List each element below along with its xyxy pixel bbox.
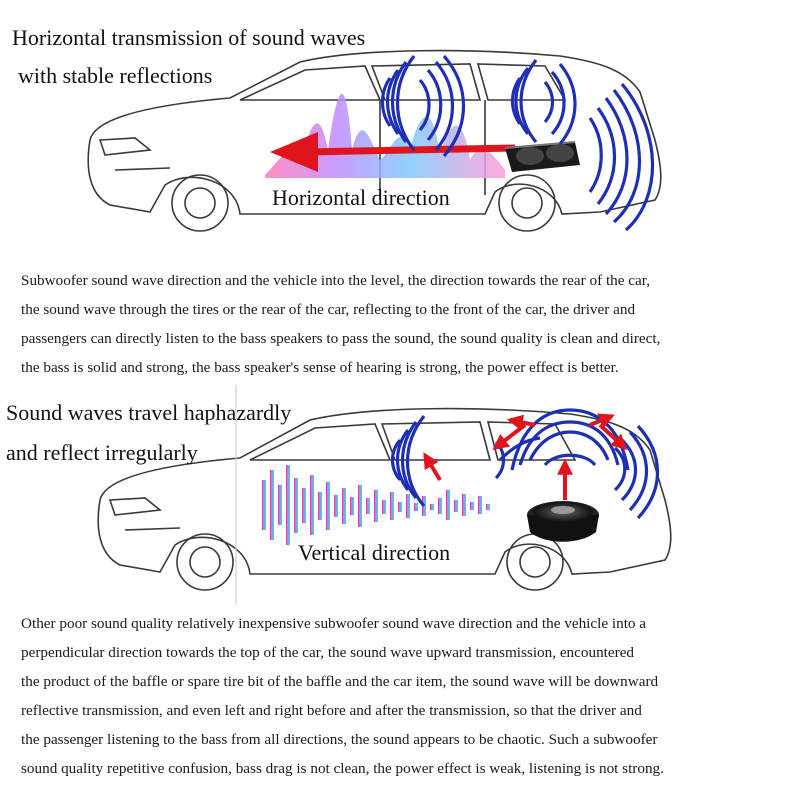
bottom-paragraph-line: the product of the baffle or spare tire … bbox=[21, 673, 659, 690]
top-heading-line1: Horizontal transmission of sound waves bbox=[12, 25, 366, 50]
bottom-paragraph: Other poor sound quality relatively inex… bbox=[21, 609, 664, 783]
top-car-label: Horizontal direction bbox=[272, 185, 450, 210]
top-paragraph-line: Subwoofer sound wave direction and the v… bbox=[21, 272, 651, 289]
bottom-paragraph-line: Other poor sound quality relatively inex… bbox=[21, 615, 647, 632]
top-paragraph-line: the bass is solid and strong, the bass s… bbox=[21, 359, 619, 376]
top-subwoofer-icon bbox=[504, 141, 580, 172]
bottom-paragraph-line: reflective transmission, and even left a… bbox=[21, 702, 642, 719]
top-spectrum bbox=[265, 93, 505, 178]
bottom-heading-line1: Sound waves travel haphazardly bbox=[6, 400, 292, 425]
bottom-paragraph-line: sound quality repetitive confusion, bass… bbox=[21, 760, 664, 777]
top-paragraph: Subwoofer sound wave direction and the v… bbox=[21, 266, 660, 382]
bottom-heading-line2: and reflect irregularly bbox=[6, 440, 198, 465]
top-paragraph-line: the sound wave through the tires or the … bbox=[21, 301, 636, 318]
top-paragraph-line: passengers can directly listen to the ba… bbox=[21, 330, 661, 347]
top-heading-line2: with stable reflections bbox=[18, 63, 213, 88]
bottom-car-label: Vertical direction bbox=[298, 540, 451, 565]
bottom-paragraph-line: the passenger listening to the bass from… bbox=[21, 731, 658, 748]
top-direction-arrow bbox=[270, 132, 516, 172]
top-sound-waves bbox=[380, 54, 655, 232]
bottom-paragraph-line: perpendicular direction towards the top … bbox=[21, 644, 635, 661]
